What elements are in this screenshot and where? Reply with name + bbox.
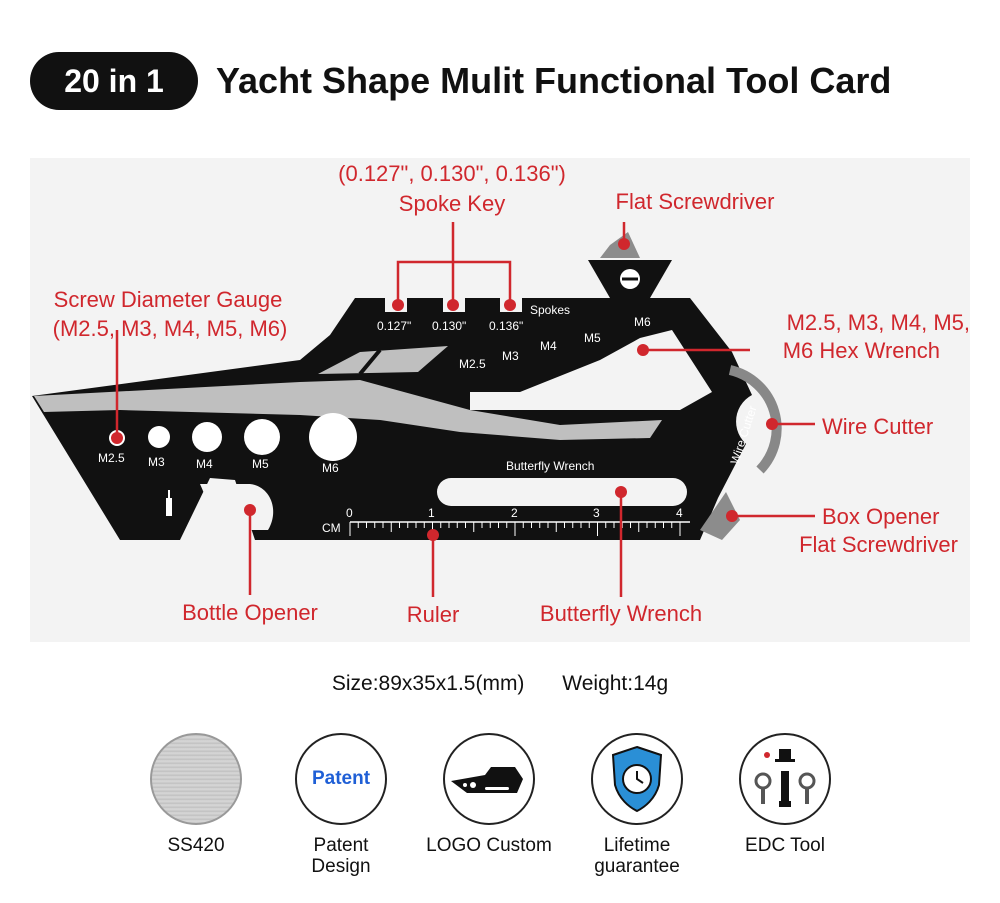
feature-item: EDC Tool — [715, 733, 855, 856]
gauge-hole-m3 — [148, 426, 170, 448]
gauge-size-label: M3 — [148, 455, 165, 469]
gauge-hole-m6 — [309, 413, 357, 461]
feature-label: Design — [311, 856, 371, 877]
bottle-icon — [166, 498, 172, 516]
wire-cutter-edge — [728, 365, 782, 474]
patent-icon-text: Patent — [311, 768, 371, 789]
feature-item: Patent Patent Design — [271, 733, 411, 877]
cabin-window-divider — [358, 348, 382, 376]
page-title: Yacht Shape Mulit Functional Tool Card — [216, 60, 892, 101]
ruler-ticks — [349, 522, 681, 536]
feature-row: SS420 Patent Patent Design LOGO Custom — [0, 733, 1000, 883]
gauge-size-label: M6 — [322, 461, 339, 475]
hex-size-label: M5 — [584, 331, 601, 345]
box-opener — [700, 492, 740, 540]
bottle-opener-slot — [200, 484, 274, 530]
wire-cutter-label: Wire Cutter — [822, 414, 933, 439]
ruler-tick-label: 2 — [511, 506, 518, 520]
callout-dots — [111, 238, 778, 541]
gauge-size-label: M2.5 — [98, 451, 125, 465]
feature-label: Lifetime — [603, 835, 671, 856]
box-opener-label: Box Opener — [822, 504, 939, 529]
gauge-hole-m5 — [244, 419, 280, 455]
feature-label: guarantee — [594, 856, 680, 877]
ruler-label: Ruler — [407, 602, 460, 627]
patent-icon: Patent — [295, 733, 387, 825]
gauge-size-label: M5 — [252, 457, 269, 471]
tool-card-diagram: 0.127" 0.130" 0.136" Spokes M2.5 M3 M4 M… — [32, 161, 970, 627]
feature-item: Lifetime guarantee — [567, 733, 707, 877]
feature-label: LOGO Custom — [426, 835, 552, 856]
ruler-tick-label: 3 — [593, 506, 600, 520]
gauge-hole-m4 — [192, 422, 222, 452]
spoke-slot-label: 0.136" — [489, 319, 523, 333]
hex-size-label: M2.5 — [459, 357, 486, 371]
bottle-opener-label: Bottle Opener — [182, 600, 318, 625]
header: 20 in 1 Yacht Shape Mulit Functional Too… — [30, 52, 980, 112]
spoke-slot-label: 0.130" — [432, 319, 466, 333]
ruler-unit: CM — [322, 521, 341, 535]
box-opener-screwdriver-label: Flat Screwdriver — [799, 532, 958, 557]
hex-wrench-sizes-label: M2.5, M3, M4, M5, — [787, 310, 970, 335]
feature-label: Patent — [313, 835, 369, 856]
cabin-window — [318, 346, 448, 374]
gauge-size-label: M4 — [196, 457, 213, 471]
flat-screwdriver-label: Flat Screwdriver — [616, 189, 775, 214]
yacht-card-icon — [443, 733, 535, 825]
steel-texture-icon — [150, 733, 242, 825]
butterfly-wrench-slot — [437, 478, 687, 506]
screw-gauge-label: Screw Diameter Gauge — [54, 287, 283, 312]
feature-label: EDC Tool — [745, 835, 825, 856]
specs: Size:89x35x1.5(mm) Weight:14g — [0, 672, 1000, 696]
hex-size-label: M3 — [502, 349, 519, 363]
butterfly-wrench-card-label: Butterfly Wrench — [506, 459, 594, 473]
callout-lines — [115, 222, 815, 597]
size-spec: Size:89x35x1.5(mm) — [331, 672, 525, 695]
spoke-slot-label: 0.127" — [377, 319, 411, 333]
hull-stripe — [34, 380, 662, 440]
spoke-sizes-label: (0.127", 0.130", 0.136") — [338, 161, 566, 186]
screw-gauge-sizes-label: (M2.5, M3, M4, M5, M6) — [53, 316, 288, 341]
feature-label: SS420 — [167, 835, 225, 856]
spokes-label: Spokes — [530, 303, 570, 317]
tools-icon — [739, 733, 831, 825]
ruler-tick-label: 0 — [346, 506, 353, 520]
weight-spec: Weight:14g — [562, 672, 669, 695]
count-badge: 20 in 1 — [30, 52, 198, 110]
shield-clock-icon — [591, 733, 683, 825]
feature-item: SS420 — [126, 733, 266, 856]
spoke-key-label: Spoke Key — [399, 191, 505, 216]
ruler-tick-label: 1 — [428, 506, 435, 520]
hex-wrench-label: M6 Hex Wrench — [783, 338, 940, 363]
feature-item: LOGO Custom — [419, 733, 559, 856]
ruler-tick-label: 4 — [676, 506, 683, 520]
butterfly-wrench-label: Butterfly Wrench — [540, 601, 702, 626]
wire-cutter-notch — [736, 395, 752, 448]
hex-size-label: M6 — [634, 315, 651, 329]
hex-size-label: M4 — [540, 339, 557, 353]
